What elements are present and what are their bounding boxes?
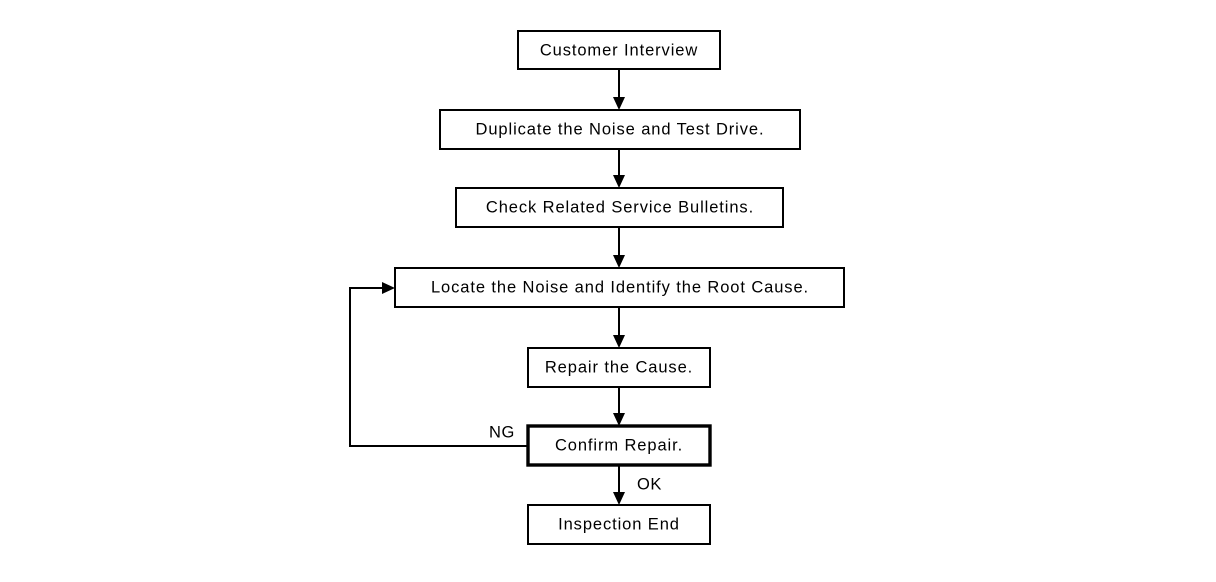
edge-confirm-repair-to-locate-noise-ng bbox=[349, 282, 529, 447]
node-locate-noise-label: Locate the Noise and Identify the Root C… bbox=[431, 278, 809, 296]
node-check-bulletins[interactable]: Check Related Service Bulletins. bbox=[455, 187, 784, 228]
node-check-bulletins-label: Check Related Service Bulletins. bbox=[486, 198, 754, 216]
node-inspection-end-label: Inspection End bbox=[558, 515, 680, 533]
node-customer-interview[interactable]: Customer Interview bbox=[517, 30, 721, 70]
edge-repair-cause-to-confirm-repair bbox=[613, 386, 625, 426]
edge-locate-noise-to-repair-cause bbox=[613, 306, 625, 348]
edge-check-bulletins-to-locate-noise bbox=[613, 226, 625, 268]
edge-label-ok: OK bbox=[637, 475, 662, 493]
node-locate-noise-box[interactable] bbox=[394, 267, 845, 308]
edge-customer-interview-to-duplicate-noise bbox=[613, 68, 625, 110]
node-duplicate-noise[interactable]: Duplicate the Noise and Test Drive. bbox=[439, 109, 801, 150]
node-repair-cause-box[interactable] bbox=[527, 347, 711, 388]
node-inspection-end-box[interactable] bbox=[527, 504, 711, 545]
node-repair-cause[interactable]: Repair the Cause. bbox=[527, 347, 711, 388]
node-check-bulletins-box[interactable] bbox=[455, 187, 784, 228]
node-repair-cause-label: Repair the Cause. bbox=[545, 358, 693, 376]
node-customer-interview-label: Customer Interview bbox=[540, 41, 698, 59]
edge-label-ng: NG bbox=[489, 423, 515, 441]
node-locate-noise[interactable]: Locate the Noise and Identify the Root C… bbox=[394, 267, 845, 308]
node-confirm-repair[interactable]: Confirm Repair. bbox=[526, 424, 712, 467]
node-confirm-repair-box[interactable] bbox=[526, 424, 712, 467]
node-duplicate-noise-box[interactable] bbox=[439, 109, 801, 150]
node-customer-interview-box[interactable] bbox=[517, 30, 721, 70]
edge-confirm-repair-to-inspection-end-ok bbox=[613, 464, 625, 505]
node-duplicate-noise-label: Duplicate the Noise and Test Drive. bbox=[476, 120, 765, 138]
node-confirm-repair-label: Confirm Repair. bbox=[555, 436, 683, 454]
node-inspection-end[interactable]: Inspection End bbox=[527, 504, 711, 545]
edge-duplicate-noise-to-check-bulletins bbox=[613, 148, 625, 188]
